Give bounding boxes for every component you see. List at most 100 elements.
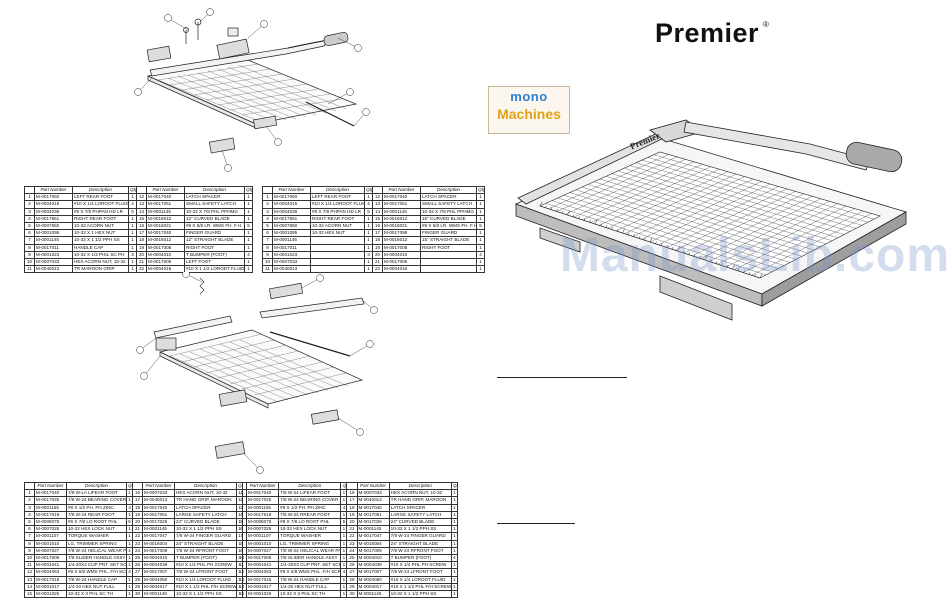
part-number: M-0040013: [34, 265, 73, 274]
item-number: 28: [132, 575, 143, 584]
part-number: M-0001023: [34, 250, 73, 260]
part-qty: 1: [450, 590, 459, 599]
part-number: M-0017651: [272, 214, 311, 224]
part-number: M-0004050: [356, 575, 390, 584]
item-number: 24: [346, 546, 358, 556]
part-description: 7/8 SLIDER HANDLE ASSY: [66, 554, 127, 563]
part-qty: 1: [476, 214, 485, 224]
part-number: M-0016012: [146, 214, 185, 224]
item-number: 18: [372, 236, 383, 245]
part-number: M-0017040: [146, 193, 185, 202]
part-description: 7/8 W-24 REAR FOOT: [66, 510, 127, 520]
part-qty: 1: [128, 193, 137, 202]
part-number: M-0017051: [356, 510, 390, 520]
item-number: 21: [136, 258, 147, 267]
part-description: 10-32 X 7/8 PHL PPHMG: [184, 207, 245, 216]
part-description: 7/8 W-24 BEARING COVER: [278, 496, 342, 505]
part-qty: 1: [128, 229, 137, 238]
part-description: T BUMPER (FOOT): [388, 554, 452, 563]
part-qty: 4: [364, 200, 373, 209]
part-description: 10-32 X 1/2 PHIL SC PH: [72, 250, 129, 260]
part-number: M-0001145: [34, 236, 73, 245]
part-description: [420, 258, 477, 267]
part-description: #10 X 1/4 LOROOT FLUID: [310, 200, 365, 209]
part-description: #10 X 1/4 LOROOT FLUID: [174, 575, 237, 584]
part-number: M-0017007: [356, 568, 390, 577]
item-number: 20: [132, 518, 143, 527]
item-number: 26: [346, 561, 358, 570]
part-qty: 1: [128, 214, 137, 224]
part-description: 7/8 W-24 BEARING COVER: [66, 496, 127, 505]
part-qty: 1: [364, 193, 373, 202]
part-number: M-0017008: [146, 243, 185, 252]
part-qty: 1: [128, 243, 137, 252]
part-qty: 4: [450, 554, 459, 563]
item-number: 9: [24, 546, 35, 556]
part-description: TR MAROON GRIP: [72, 265, 129, 274]
part-qty: 1: [450, 532, 459, 541]
part-description: TORQUE WASHER: [278, 532, 342, 541]
part-description: LEFT FOOT: [184, 258, 245, 267]
header-description: Description: [184, 185, 245, 195]
part-description: [420, 250, 477, 260]
badge-top-text: mono: [510, 89, 548, 104]
part-number: M-0001041: [34, 561, 67, 570]
table-row: 12M-0004063#8 X 5/8 WMS PHL. F/H SCREW42…: [24, 568, 243, 577]
part-description: #10 X 1/4 PHL PH SCREW: [388, 561, 452, 570]
part-number: M-0004039: [142, 561, 175, 570]
part-description: 7/8 W-24 LIFEAR FOOT: [278, 489, 342, 498]
header-qty: Qty: [340, 481, 348, 491]
header-description: Description: [66, 481, 127, 491]
item-number: 9: [262, 250, 273, 260]
item-number: 17: [136, 229, 147, 238]
part-qty: 1: [244, 265, 253, 274]
item-number: 26: [132, 561, 143, 570]
part-description: 7/8 W-24 HANDLE CAP: [278, 575, 342, 584]
item-number: 19: [372, 243, 383, 252]
part-number: M-0004039: [272, 207, 311, 216]
item-number: 4: [24, 510, 35, 520]
item-number: 2: [235, 496, 248, 505]
part-number: M-0001017: [246, 582, 280, 592]
part-description: #8 X 7/8 PHPAN HD LR: [310, 207, 365, 216]
header-part-number: Part Number: [272, 185, 311, 195]
part-number: M-0007026: [246, 525, 280, 534]
item-number: 16: [136, 222, 147, 231]
item-number: 15: [372, 214, 383, 224]
item-number: 13: [235, 575, 248, 584]
part-qty: 1: [476, 207, 485, 216]
part-qty: 1: [244, 243, 253, 252]
part-number: M-0008076: [246, 518, 280, 527]
part-description: HEX ACORN NUT, 10-32: [388, 489, 452, 498]
part-qty: 1: [128, 236, 137, 245]
part-description: #8 X 7/8 LO ROOT PHL: [278, 518, 342, 527]
part-number: M-0017040: [382, 193, 421, 202]
header-num: [235, 481, 248, 491]
part-number: M-0017026: [356, 518, 390, 527]
part-number: M-0001026: [34, 590, 67, 599]
part-qty: 5: [128, 207, 137, 216]
part-number: M-0016004: [142, 539, 175, 548]
part-description: #10 X 1/4 LOROOT FLUID: [72, 200, 129, 209]
header-description: Description: [174, 481, 237, 491]
part-number: M-0001107: [246, 532, 280, 541]
part-number: M-0001145: [146, 207, 185, 216]
item-number: 1: [235, 489, 248, 498]
part-number: M-0004017: [356, 582, 390, 592]
part-description: #10 X 1 1/2 PHL F/H SCREW: [388, 582, 452, 592]
part-description: LATCH SPACER: [420, 193, 477, 202]
badge-bottom-text: Machines: [497, 106, 561, 122]
part-number: M-0017006: [34, 554, 67, 563]
heading-rule-2: [497, 523, 575, 524]
item-number: 13: [24, 575, 35, 584]
item-number: 19: [346, 510, 358, 520]
part-qty: 1: [450, 546, 459, 556]
item-number: 6: [24, 525, 35, 534]
item-number: 11: [24, 265, 35, 274]
part-number: M-0017040: [34, 489, 67, 498]
